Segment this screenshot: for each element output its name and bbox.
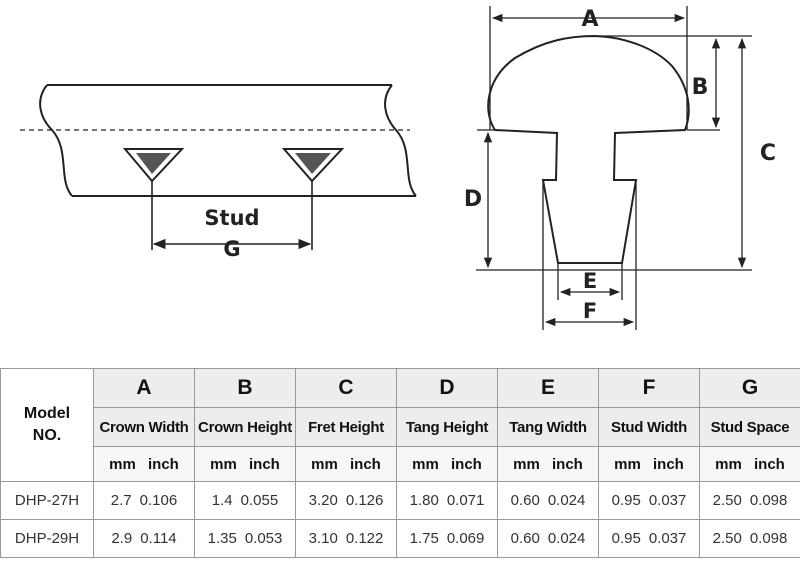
- inch-value: 0.098: [749, 530, 788, 547]
- inch-value: 0.037: [648, 492, 687, 509]
- value-cell: 0.95 0.037: [598, 481, 700, 520]
- fret-spec-table: Model NO. A B C D E F G Crown Width Crow…: [0, 368, 800, 558]
- column-name: Crown Width: [93, 407, 195, 447]
- mm-value: 1.75: [409, 530, 439, 547]
- value-cell: 2.50 0.098: [699, 481, 800, 520]
- mm-value: 1.35: [207, 530, 237, 547]
- dim-label-f: F: [583, 299, 597, 323]
- table-row: DHP-27H 2.7 0.106 1.4 0.055 3.20 0.126 1.80…: [0, 481, 800, 520]
- column-letter: A: [93, 368, 195, 408]
- mm-value: 0.95: [611, 530, 641, 547]
- value-cell: 1.4 0.055: [194, 481, 296, 520]
- value-cell: 1.35 0.053: [194, 519, 296, 558]
- mm-value: 1.80: [409, 492, 439, 509]
- inch-value: 0.071: [446, 492, 485, 509]
- value-cell: 0.60 0.024: [497, 519, 599, 558]
- column-name: Stud Space: [699, 407, 800, 447]
- value-cell: 2.50 0.098: [699, 519, 800, 558]
- inch-value: 0.024: [547, 530, 586, 547]
- unit-label: mm inch: [194, 446, 296, 482]
- value-cell: 2.7 0.106: [93, 481, 195, 520]
- column-name: Fret Height: [295, 407, 397, 447]
- mm-value: 2.9: [111, 530, 133, 547]
- column-letter: F: [598, 368, 700, 408]
- value-cell: 1.75 0.069: [396, 519, 498, 558]
- mm-value: 2.50: [712, 492, 742, 509]
- mm-value: 3.10: [308, 530, 338, 547]
- unit-label: mm inch: [295, 446, 397, 482]
- value-cell: 3.20 0.126: [295, 481, 397, 520]
- column-letter: B: [194, 368, 296, 408]
- stud-space-dimension: [151, 181, 313, 250]
- dim-label-d: D: [464, 187, 482, 212]
- column-name: Tang Height: [396, 407, 498, 447]
- mm-value: 0.60: [510, 492, 540, 509]
- column-name: Stud Width: [598, 407, 700, 447]
- column-letter-row: Model NO. A B C D E F G: [0, 368, 800, 482]
- inch-value: 0.055: [240, 492, 279, 509]
- value-cell: 1.80 0.071: [396, 481, 498, 520]
- dim-label-a: A: [581, 7, 598, 32]
- mm-value: 3.20: [308, 492, 338, 509]
- model-header: Model NO.: [0, 368, 94, 482]
- inch-value: 0.106: [139, 492, 178, 509]
- inch-value: 0.024: [547, 492, 586, 509]
- inch-value: 0.122: [345, 530, 384, 547]
- stud-space-label: G: [223, 237, 240, 261]
- mm-value: 1.4: [211, 492, 233, 509]
- inch-value: 0.126: [345, 492, 384, 509]
- unit-label: mm inch: [396, 446, 498, 482]
- value-cell: 0.60 0.024: [497, 481, 599, 520]
- table-row: DHP-29H 2.9 0.114 1.35 0.053 3.10 0.122 1.7…: [0, 519, 800, 558]
- inch-value: 0.098: [749, 492, 788, 509]
- column-name: Tang Width: [497, 407, 599, 447]
- column-letter: G: [699, 368, 800, 408]
- stud-marker-right: [281, 148, 345, 183]
- stud-marker-left: [122, 148, 185, 183]
- inch-value: 0.053: [244, 530, 283, 547]
- inch-value: 0.114: [140, 530, 177, 547]
- unit-label: mm inch: [598, 446, 700, 482]
- value-cell: 3.10 0.122: [295, 519, 397, 558]
- model-header-line1: Model: [23, 405, 71, 422]
- fret-wire-side-view: [20, 84, 417, 197]
- column-letter: E: [497, 368, 599, 408]
- model-cell: DHP-27H: [0, 481, 94, 520]
- inch-value: 0.069: [446, 530, 485, 547]
- fret-wire-diagram: Stud G A B C D E F: [20, 6, 776, 330]
- unit-label: mm inch: [699, 446, 800, 482]
- dimension-lines: [476, 6, 752, 330]
- model-cell: DHP-29H: [0, 519, 94, 558]
- value-cell: 2.9 0.114: [93, 519, 195, 558]
- mm-value: 2.50: [712, 530, 742, 547]
- mm-value: 0.60: [510, 530, 540, 547]
- model-header-line2: NO.: [32, 427, 62, 444]
- dim-label-e: E: [583, 269, 597, 293]
- column-letter: C: [295, 368, 397, 408]
- dim-label-c: C: [760, 141, 776, 166]
- mm-value: 0.95: [611, 492, 641, 509]
- unit-label: mm inch: [93, 446, 195, 482]
- unit-row: mm inch mm inch mm inch mm inch mm inch …: [1, 446, 800, 482]
- mm-value: 2.7: [110, 492, 132, 509]
- value-cell: 0.95 0.037: [598, 519, 700, 558]
- column-name: Crown Height: [194, 407, 296, 447]
- inch-value: 0.037: [648, 530, 687, 547]
- stud-label: Stud: [204, 206, 259, 230]
- fret-cross-section: [487, 34, 690, 264]
- dim-label-b: B: [692, 75, 709, 100]
- unit-label: mm inch: [497, 446, 599, 482]
- column-letter: D: [396, 368, 498, 408]
- column-name-row: Crown Width Crown Height Fret Height Tan…: [1, 407, 800, 447]
